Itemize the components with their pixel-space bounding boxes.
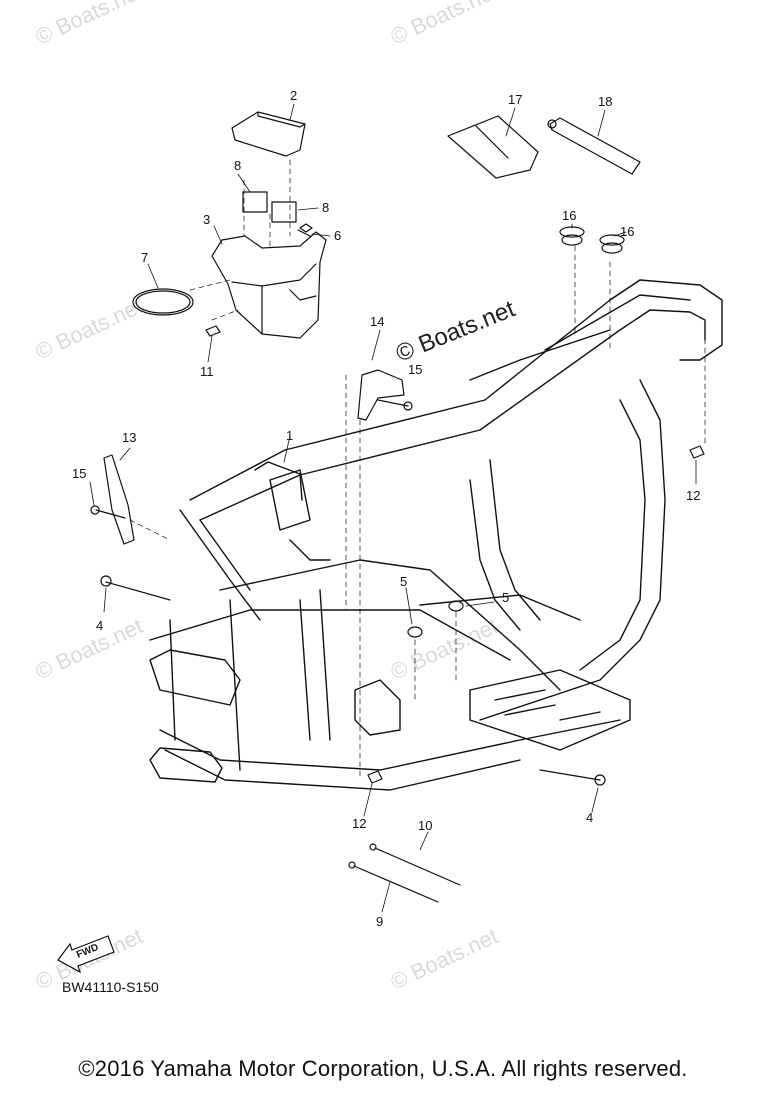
callout-18: 18	[598, 94, 612, 109]
bolt-4b	[539, 769, 601, 781]
bolt-15a	[95, 509, 126, 519]
callout-13: 13	[122, 430, 136, 445]
callout-4: 4	[586, 810, 593, 825]
watermarks: © Boats.net © Boats.net © Boats.net © Bo…	[32, 0, 520, 995]
diagram-reference: BW41110-S150	[62, 979, 159, 995]
callout-2: 2	[290, 88, 297, 103]
watermark: © Boats.net	[387, 0, 502, 50]
rubber-band	[132, 288, 194, 316]
battery-case	[211, 231, 327, 339]
nut-5b	[448, 600, 464, 612]
nut-5a	[407, 626, 423, 638]
bracket-13	[103, 454, 135, 545]
watermark: © Boats.net	[32, 0, 147, 50]
callout-3: 3	[203, 212, 210, 227]
callout-12: 12	[686, 488, 700, 503]
callout-16: 16	[620, 224, 634, 239]
clip-11	[205, 325, 221, 337]
fwd-arrow-icon: FWD	[57, 935, 115, 974]
watermark: © Boats.net	[32, 613, 147, 684]
copyright-notice: ©2016 Yamaha Motor Corporation, U.S.A. A…	[78, 1056, 688, 1081]
pad-8b	[271, 201, 297, 223]
tool-tube	[549, 117, 641, 175]
grommet-16b	[599, 234, 625, 254]
callout-16: 16	[562, 208, 576, 223]
pad-8a	[242, 191, 268, 213]
clip-12a	[689, 445, 705, 459]
grommet-16a	[559, 226, 585, 246]
callout-labels: 2 8 8 3 6 7 11 17 18 16 16 14 15 1 13 15…	[72, 88, 700, 929]
callout-12: 12	[352, 816, 366, 831]
callout-14: 14	[370, 314, 384, 329]
callout-9: 9	[376, 914, 383, 929]
callout-15: 15	[408, 362, 422, 377]
callout-4: 4	[96, 618, 103, 633]
clip-12b	[367, 770, 383, 784]
screw-6	[297, 223, 313, 237]
callout-1: 1	[286, 428, 293, 443]
callout-17: 17	[508, 92, 522, 107]
cable-tie-9	[353, 865, 439, 903]
callout-7: 7	[141, 250, 148, 265]
cable-tie-10	[374, 847, 461, 886]
callout-8: 8	[322, 200, 329, 215]
callout-6: 6	[334, 228, 341, 243]
callout-10: 10	[418, 818, 432, 833]
footrest-plate	[469, 669, 631, 751]
callout-5: 5	[502, 590, 509, 605]
callout-5: 5	[400, 574, 407, 589]
tool-bag	[447, 115, 539, 179]
bolt-15b	[377, 399, 409, 407]
watermark: © Boats.net	[32, 293, 147, 364]
callout-11: 11	[200, 364, 214, 379]
bracket-14	[357, 369, 405, 421]
main-frame	[149, 279, 723, 791]
callout-8: 8	[234, 158, 241, 173]
center-watermark: © Boats.net	[392, 295, 519, 367]
bolt-4a	[105, 581, 171, 601]
watermark: © Boats.net	[387, 923, 502, 994]
callout-15: 15	[72, 466, 86, 481]
